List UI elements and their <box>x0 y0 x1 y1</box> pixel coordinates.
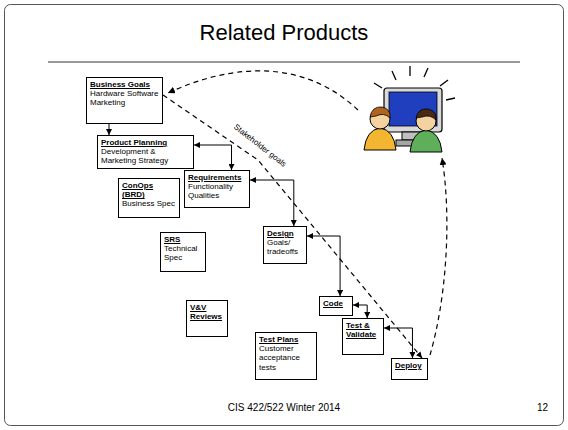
slide-border <box>5 5 564 426</box>
page-number: 12 <box>537 402 548 413</box>
business-goals-box: Business GoalsHardware Software Marketin… <box>86 77 163 124</box>
box-heading: SRS <box>164 235 202 244</box>
box-body: Technical Spec <box>164 244 202 262</box>
box-body: Hardware Software Marketing <box>90 89 159 107</box>
test-validate-box: Test & Validate <box>342 318 384 355</box>
slide-title: Related Products <box>0 20 568 46</box>
box-body: Business Spec <box>122 199 176 208</box>
box-heading: Product Planning <box>101 138 190 147</box>
child-right <box>410 109 442 152</box>
flow-arrow <box>194 145 232 170</box>
dashed-arrow <box>163 95 422 358</box>
conops-box: ConOps (BRD)Business Spec <box>118 178 180 218</box>
flow-arrow <box>384 328 412 358</box>
box-heading: Test & Validate <box>346 321 380 339</box>
deploy-box: Deploy <box>391 358 428 380</box>
flow-arrow <box>353 305 367 318</box>
feedback-dashed-arrow <box>168 71 358 110</box>
box-body: Goals/ tradeoffs <box>267 238 303 256</box>
flow-arrow <box>250 180 294 226</box>
box-body: Development & Marketing Strategy <box>101 147 190 165</box>
box-body: Customer acceptance tests <box>259 344 313 372</box>
box-heading: Business Goals <box>90 80 159 89</box>
box-heading: Test Plans <box>259 335 313 344</box>
box-body: Functionality Qualities <box>188 182 246 200</box>
box-heading: V&V Reviews <box>190 303 224 321</box>
box-heading: Design <box>267 229 303 238</box>
flow-arrow <box>307 236 340 296</box>
product-planning-box: Product PlanningDevelopment & Marketing … <box>97 135 194 169</box>
children-computer-illustration <box>364 66 455 152</box>
child-left <box>364 107 396 150</box>
srs-box: SRSTechnical Spec <box>160 232 206 272</box>
box-heading: Deploy <box>395 361 424 370</box>
title-rule <box>48 61 520 62</box>
box-heading: Requirements <box>188 173 246 182</box>
flow-arrow <box>109 124 110 135</box>
code-box: Code <box>319 296 353 316</box>
delivery-dashed-arrow <box>430 158 447 355</box>
box-heading: ConOps (BRD) <box>122 181 176 199</box>
vv-reviews-box: V&V Reviews <box>186 300 228 337</box>
footer-text: CIS 422/522 Winter 2014 <box>228 402 340 413</box>
box-heading: Code <box>323 299 349 308</box>
monitor-case <box>384 88 442 132</box>
test-plans-box: Test PlansCustomer acceptance tests <box>255 332 317 380</box>
design-box: DesignGoals/ tradeoffs <box>263 226 307 264</box>
requirements-box: RequirementsFunctionality Qualities <box>184 170 250 208</box>
